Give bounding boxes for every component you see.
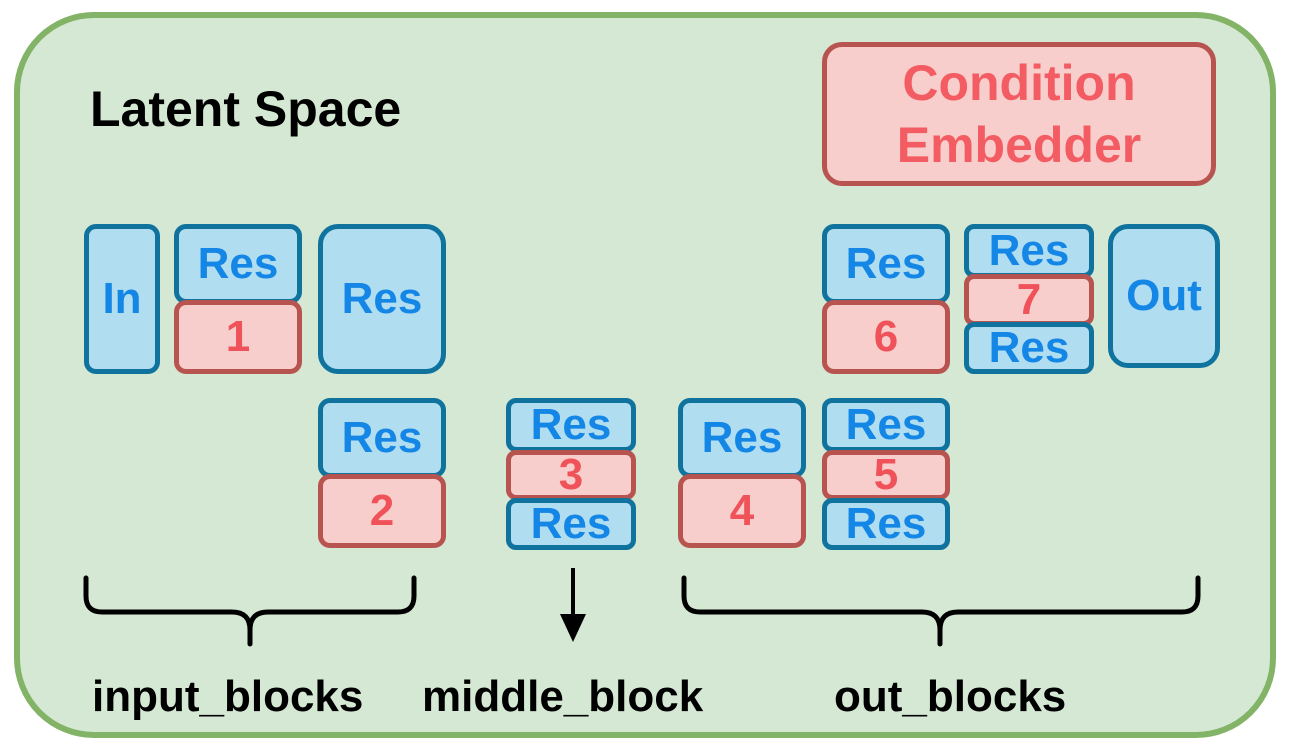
out-block-5-attention: 5 <box>822 450 950 500</box>
condition-embedder-box: Condition Embedder <box>822 42 1216 186</box>
out-block-5-res-top: Res <box>822 398 950 452</box>
out-block-6-res: Res <box>822 224 950 304</box>
condition-embedder-line1: Condition <box>902 55 1136 111</box>
out-block-7-attention: 7 <box>964 274 1094 326</box>
condition-embedder-line2: Embedder <box>896 117 1142 173</box>
middle-block-attention: 3 <box>506 450 636 500</box>
input-block-1-attention: 1 <box>174 300 302 374</box>
out-block-7-res-top: Res <box>964 224 1094 278</box>
out-block-5-res-bottom: Res <box>822 498 950 550</box>
middle-block-res-bottom: Res <box>506 498 636 550</box>
out-block-7-res-bottom: Res <box>964 322 1094 374</box>
input-blocks-label: input_blocks <box>92 672 364 721</box>
input-block-res-downsample: Res <box>318 224 446 374</box>
input-block-1-res: Res <box>174 224 302 304</box>
middle-block-label: middle_block <box>422 672 704 721</box>
latent-space-title: Latent Space <box>90 81 402 137</box>
out-block-4-res: Res <box>678 398 806 478</box>
out-block-6-attention: 6 <box>822 300 950 374</box>
in-block: In <box>84 224 160 374</box>
input-block-2-res: Res <box>318 398 446 478</box>
out-block: Out <box>1108 224 1220 368</box>
input-block-2-attention: 2 <box>318 474 446 548</box>
out-block-4-attention: 4 <box>678 474 806 548</box>
out-blocks-label: out_blocks <box>834 672 1067 721</box>
middle-block-res-top: Res <box>506 398 636 452</box>
